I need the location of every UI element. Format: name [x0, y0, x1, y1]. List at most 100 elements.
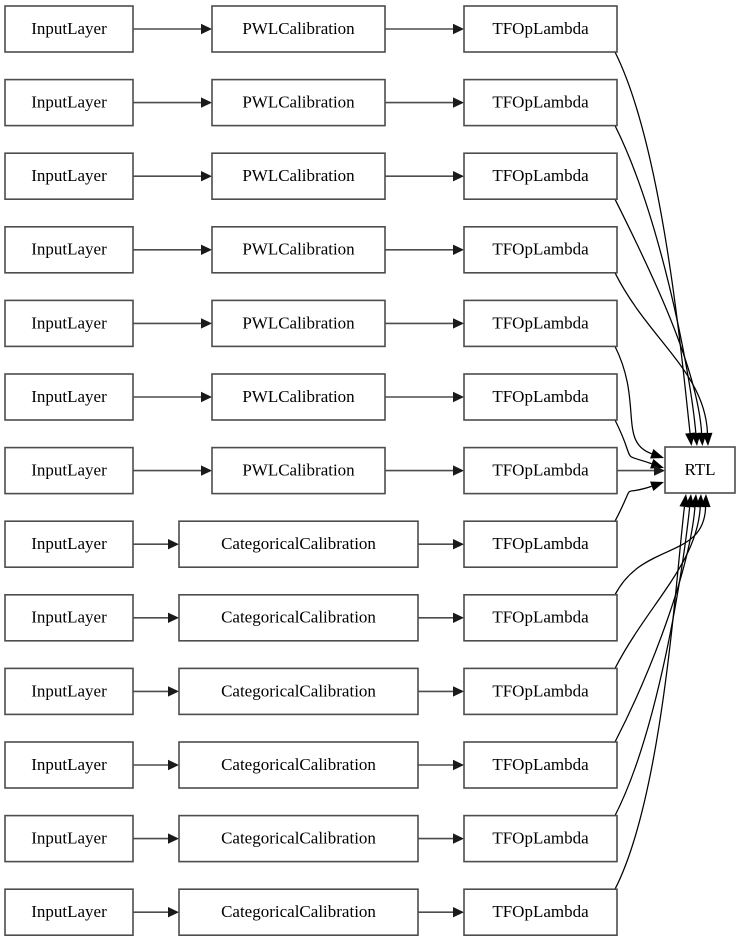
node-calibration-5[interactable]: PWLCalibration — [211, 373, 386, 421]
node-input-layer-10[interactable]: InputLayer — [4, 741, 134, 789]
node-lambda-9-label: TFOpLambda — [492, 681, 589, 700]
node-input-layer-9[interactable]: InputLayer — [4, 667, 134, 716]
node-input-layer-0-box — [4, 5, 134, 53]
node-lambda-6[interactable]: TFOpLambda — [463, 446, 618, 495]
node-calibration-4-label: PWLCalibration — [242, 313, 355, 332]
node-calibration-8[interactable]: CategoricalCalibration — [178, 593, 419, 642]
node-lambda-9[interactable]: TFOpLambda — [463, 667, 618, 716]
node-calibration-9-label: CategoricalCalibration — [221, 681, 376, 700]
edge-input-to-calibration-6 — [133, 465, 212, 476]
node-calibration-1-box — [211, 78, 386, 127]
node-calibration-6-label: PWLCalibration — [242, 461, 355, 480]
node-input-layer-11[interactable]: InputLayer — [4, 814, 134, 863]
node-lambda-4-box — [463, 299, 618, 348]
edge-calibration-to-lambda-11 — [418, 833, 464, 844]
node-calibration-2[interactable]: PWLCalibration — [211, 152, 386, 200]
node-calibration-11[interactable]: CategoricalCalibration — [178, 814, 419, 863]
node-input-layer-8[interactable]: InputLayer — [4, 593, 134, 642]
node-lambda-2[interactable]: TFOpLambda — [463, 152, 618, 200]
node-input-layer-8-box — [4, 593, 134, 642]
edge-lambda-to-rtl-0 — [614, 51, 696, 446]
edge-calibration-to-lambda-8 — [418, 612, 464, 623]
edge-calibration-to-lambda-2 — [385, 171, 464, 182]
edge-input-to-calibration-2 — [133, 171, 212, 182]
node-calibration-3-label: PWLCalibration — [242, 240, 355, 259]
node-lambda-5[interactable]: TFOpLambda — [463, 373, 618, 421]
node-lambda-5-label: TFOpLambda — [492, 387, 589, 406]
node-rtl[interactable]: RTL — [664, 446, 736, 494]
node-lambda-12-label: TFOpLambda — [492, 902, 589, 921]
node-calibration-4-box — [211, 299, 386, 348]
node-lambda-2-box — [463, 152, 618, 200]
edge-calibration-to-lambda-10 — [418, 759, 464, 771]
node-input-layer-11-box — [4, 814, 134, 863]
node-lambda-10-box — [463, 741, 618, 789]
node-input-layer-5[interactable]: InputLayer — [4, 373, 134, 421]
edge-calibration-to-lambda-9 — [418, 686, 464, 697]
edge-lambda-to-rtl-4 — [614, 346, 664, 459]
node-calibration-6[interactable]: PWLCalibration — [211, 446, 386, 495]
node-input-layer-6-box — [4, 446, 134, 495]
edge-input-to-calibration-8 — [133, 612, 179, 623]
node-calibration-5-box — [211, 373, 386, 421]
node-lambda-6-label: TFOpLambda — [492, 461, 589, 480]
node-input-layer-6-label: InputLayer — [31, 461, 107, 480]
node-input-layer-12[interactable]: InputLayer — [4, 888, 134, 937]
node-input-layer-2[interactable]: InputLayer — [4, 152, 134, 200]
node-calibration-7-label: CategoricalCalibration — [221, 534, 376, 553]
edge-lambda-to-rtl-9 — [614, 494, 706, 669]
edge-lambda-to-rtl-3 — [614, 272, 713, 446]
edge-calibration-to-lambda-3 — [385, 244, 464, 255]
node-lambda-4[interactable]: TFOpLambda — [463, 299, 618, 348]
edge-input-to-calibration-9 — [133, 686, 179, 697]
node-calibration-9[interactable]: CategoricalCalibration — [178, 667, 419, 716]
node-calibration-2-box — [211, 152, 386, 200]
node-calibration-7[interactable]: CategoricalCalibration — [178, 520, 419, 569]
node-calibration-3[interactable]: PWLCalibration — [211, 226, 386, 274]
node-calibration-1[interactable]: PWLCalibration — [211, 78, 386, 127]
edge-input-to-calibration-7 — [133, 539, 179, 550]
node-lambda-0-label: TFOpLambda — [492, 19, 589, 38]
edge-calibration-to-lambda-6 — [385, 465, 464, 476]
node-calibration-9-box — [178, 667, 419, 716]
node-input-layer-10-label: InputLayer — [31, 755, 107, 774]
node-input-layer-4[interactable]: InputLayer — [4, 299, 134, 348]
node-rtl-label: RTL — [684, 460, 715, 479]
edge-lambda-to-rtl-5 — [614, 419, 664, 469]
node-lambda-7[interactable]: TFOpLambda — [463, 520, 618, 569]
node-calibration-6-box — [211, 446, 386, 495]
node-lambda-0[interactable]: TFOpLambda — [463, 5, 618, 53]
node-input-layer-6[interactable]: InputLayer — [4, 446, 134, 495]
node-input-layer-1[interactable]: InputLayer — [4, 78, 134, 127]
edge-calibration-to-lambda-4 — [385, 318, 464, 329]
node-lambda-3[interactable]: TFOpLambda — [463, 226, 618, 274]
node-input-layer-5-label: InputLayer — [31, 387, 107, 406]
node-lambda-1[interactable]: TFOpLambda — [463, 78, 618, 127]
edge-input-to-calibration-11 — [133, 833, 179, 844]
node-input-layer-3-box — [4, 226, 134, 274]
node-lambda-2-label: TFOpLambda — [492, 166, 589, 185]
node-lambda-10[interactable]: TFOpLambda — [463, 741, 618, 789]
node-calibration-0[interactable]: PWLCalibration — [211, 5, 386, 53]
node-calibration-1-label: PWLCalibration — [242, 93, 355, 112]
edge-input-to-calibration-3 — [133, 244, 212, 255]
node-input-layer-9-label: InputLayer — [31, 681, 107, 700]
node-input-layer-3[interactable]: InputLayer — [4, 226, 134, 274]
node-input-layer-7[interactable]: InputLayer — [4, 520, 134, 569]
node-input-layer-9-box — [4, 667, 134, 716]
node-calibration-12-box — [178, 888, 419, 937]
node-calibration-10[interactable]: CategoricalCalibration — [178, 741, 419, 789]
node-calibration-4[interactable]: PWLCalibration — [211, 299, 386, 348]
edge-lambda-to-rtl-12 — [614, 494, 690, 890]
node-input-layer-0[interactable]: InputLayer — [4, 5, 134, 53]
node-lambda-4-label: TFOpLambda — [492, 313, 589, 332]
edge-input-to-calibration-4 — [133, 318, 212, 329]
node-input-layer-8-label: InputLayer — [31, 608, 107, 627]
node-lambda-8[interactable]: TFOpLambda — [463, 593, 618, 642]
node-calibration-10-label: CategoricalCalibration — [221, 755, 376, 774]
node-lambda-12[interactable]: TFOpLambda — [463, 888, 618, 937]
node-lambda-8-label: TFOpLambda — [492, 608, 589, 627]
node-lambda-11[interactable]: TFOpLambda — [463, 814, 618, 863]
node-calibration-12[interactable]: CategoricalCalibration — [178, 888, 419, 937]
